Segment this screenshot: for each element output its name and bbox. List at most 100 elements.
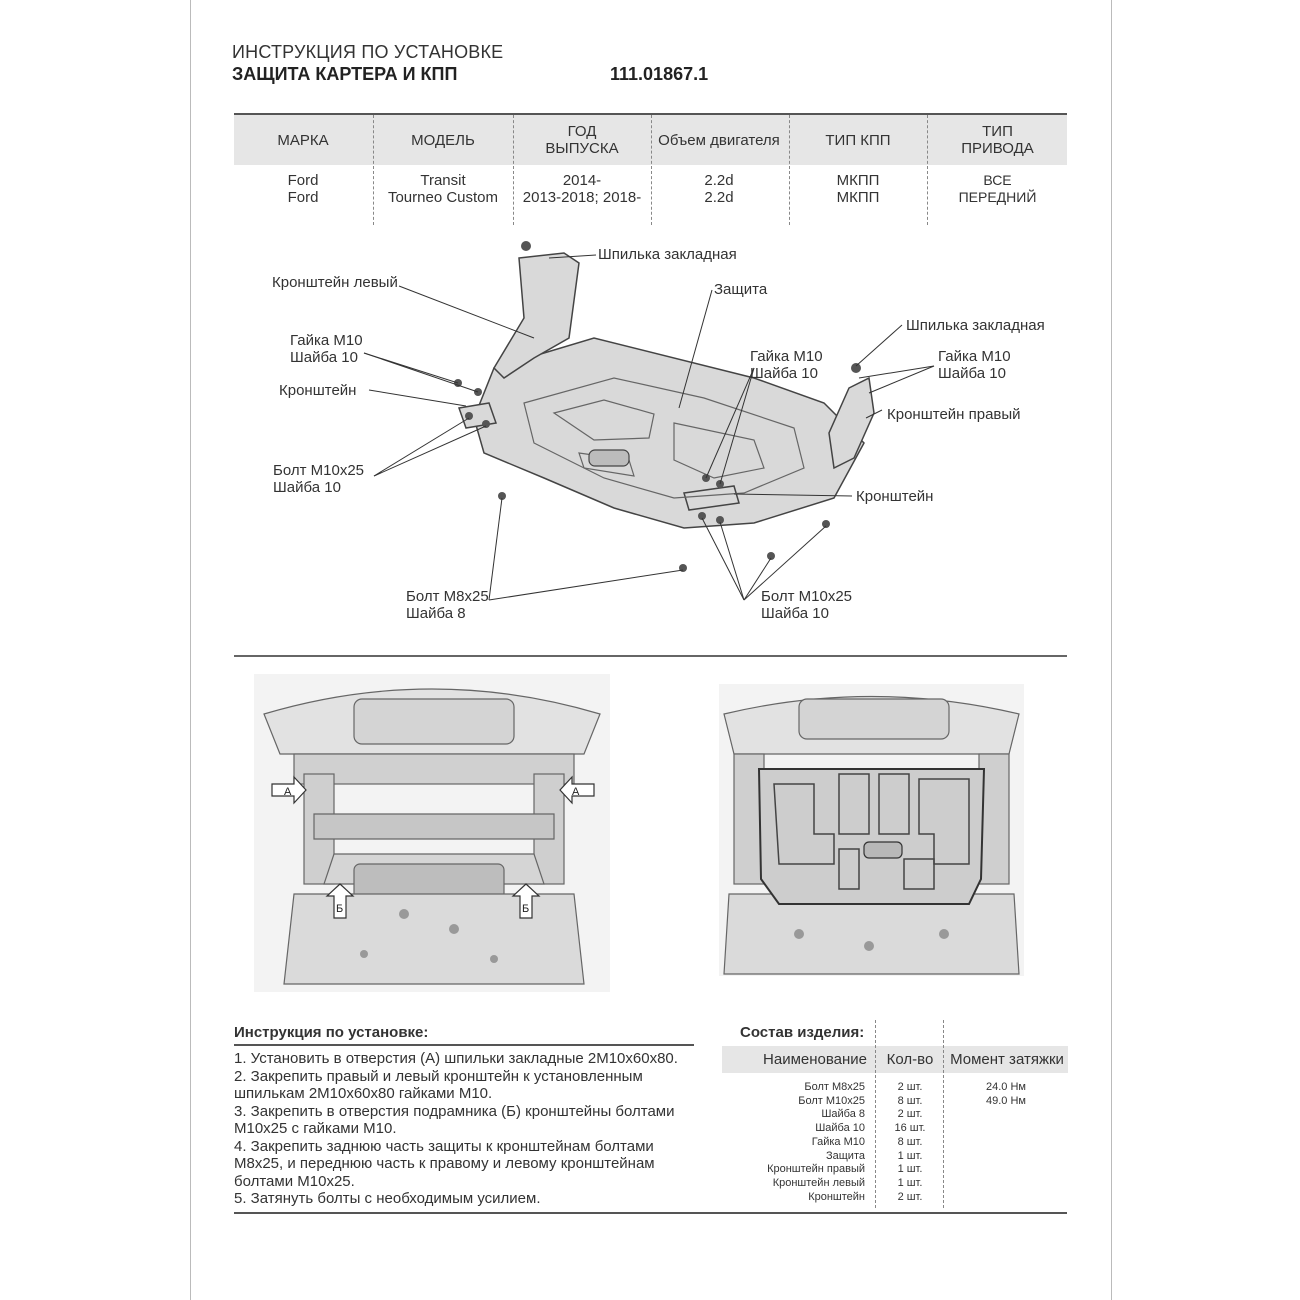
year-1: 2014- xyxy=(562,172,602,189)
marker-a-left-label: А xyxy=(284,786,292,798)
instruction-step: 5. Затянуть болты с необходимым усилием. xyxy=(234,1190,541,1207)
table-divider xyxy=(789,115,790,225)
brand-2: Ford xyxy=(287,189,319,206)
table-divider xyxy=(927,115,928,225)
label-bolt-left-2: Шайба 10 xyxy=(273,479,341,496)
marker-b-right: Б xyxy=(511,883,541,919)
exploded-diagram xyxy=(363,241,935,601)
comp-item-qty: 16 шт. xyxy=(894,1122,926,1135)
instruction-step: шпилькам 2М10х60х80 гайками М10. xyxy=(234,1085,493,1102)
document-title: ИНСТРУКЦИЯ ПО УСТАНОВКЕ xyxy=(232,42,504,62)
table-divider xyxy=(651,115,652,225)
label-bolt-m10-2: Шайба 10 xyxy=(761,605,829,622)
comp-item-qty: 2 шт. xyxy=(897,1108,923,1121)
section-divider xyxy=(234,655,1067,657)
label-nut-mid-1: Гайка М10 xyxy=(750,348,823,365)
guard-plate-shape xyxy=(473,337,865,529)
table-divider xyxy=(513,115,514,225)
engine-2: 2.2d xyxy=(704,189,734,206)
label-bracket-right: Кронштейн правый xyxy=(887,406,1021,423)
col-drive-line2: ПРИВОДА xyxy=(961,140,1034,157)
label-bracket-small-left: Кронштейн xyxy=(279,382,357,399)
instruction-step: 2. Закрепить правый и левый кронштейн к … xyxy=(234,1067,643,1085)
comp-item-qty: 1 шт. xyxy=(897,1176,923,1189)
marker-a-right: А xyxy=(559,775,595,805)
comp-item-name: Шайба 8 xyxy=(821,1108,865,1121)
drive-1: ВСЕ xyxy=(983,172,1012,188)
gearbox-1: МКПП xyxy=(836,172,880,189)
col-gearbox: ТИП КПП xyxy=(825,131,891,149)
comp-item-torque: 24.0 Нм xyxy=(986,1081,1026,1093)
instruction-step: 4. Закрепить заднюю часть защиты к кронш… xyxy=(234,1137,654,1155)
comp-item-name: Кронштейн левый xyxy=(772,1176,865,1189)
label-nut-left-2: Шайба 10 xyxy=(290,349,358,366)
label-nut-left-1: Гайка М10 xyxy=(290,332,363,349)
label-nut-mid-2: Шайба 10 xyxy=(750,365,818,382)
instruction-step: М10х25 с гайками М10. xyxy=(234,1120,397,1137)
composition-header-band xyxy=(722,1046,1068,1073)
comp-item-name: Кронштейн правый xyxy=(767,1163,865,1176)
year-2: 2013-2018; 2018- xyxy=(522,189,642,206)
comp-item-name: Кронштейн xyxy=(808,1190,865,1203)
drive-2: ПЕРЕДНИЙ xyxy=(958,189,1037,205)
comp-item-name: Гайка М10 xyxy=(811,1135,865,1148)
cell-year: 2014- 2013-2018; 2018- xyxy=(514,172,650,206)
col-model: МОДЕЛЬ xyxy=(411,131,475,149)
brand-1: Ford xyxy=(287,172,319,189)
gearbox-2: МКПП xyxy=(836,189,880,206)
cell-model: Transit Tourneo Custom xyxy=(374,172,512,206)
label-bolt-left-1: Болт М10х25 xyxy=(273,462,365,479)
comp-item-name: Болт М8х25 xyxy=(804,1081,865,1093)
label-bolt-m8-2: Шайба 8 xyxy=(406,605,466,622)
col-drive-line1: ТИП xyxy=(982,123,1013,140)
col-year: ГОД ВЫПУСКА xyxy=(514,115,650,165)
marker-b-right-label: Б xyxy=(522,903,529,915)
label-guard: Защита xyxy=(714,281,768,298)
spec-table-header xyxy=(234,115,1067,165)
table-top-rule xyxy=(234,113,1067,115)
cell-brand: Ford Ford xyxy=(234,172,372,206)
composition-col-qty: Кол-во xyxy=(886,1051,934,1068)
instructions-rule xyxy=(234,1044,694,1046)
col-year-line2: ВЫПУСКА xyxy=(545,140,619,157)
guard-installed-shape xyxy=(757,768,986,905)
col-drive: ТИП ПРИВОДА xyxy=(928,115,1067,165)
instruction-step: болтами М10х25. xyxy=(234,1172,355,1190)
comp-item-qty: 8 шт. xyxy=(897,1135,923,1148)
model-2: Tourneo Custom xyxy=(387,189,499,206)
model-1: Transit xyxy=(420,172,466,189)
underbody-photo-after xyxy=(719,684,1024,976)
composition-divider xyxy=(875,1020,876,1208)
marker-a-left: А xyxy=(271,775,307,805)
product-title: ЗАЩИТА КАРТЕРА И КПП xyxy=(232,64,458,84)
label-nut-right-1: Гайка М10 xyxy=(938,348,1011,365)
composition-col-name: Наименование xyxy=(763,1051,867,1068)
instructions-list: 1. Установить в отверстия (А) шпильки за… xyxy=(234,1050,704,1208)
instruction-step: 3. Закрепить в отверстия подрамника (Б) … xyxy=(234,1102,675,1120)
product-code: 111.01867.1 xyxy=(610,64,709,84)
comp-item-name: Защита xyxy=(826,1149,865,1162)
marker-a-right-label: А xyxy=(572,786,580,798)
col-engine: Объем двигателя xyxy=(658,131,780,149)
bottom-rule xyxy=(234,1212,1067,1214)
col-brand: МАРКА xyxy=(277,131,329,149)
cell-gearbox: МКПП МКПП xyxy=(790,172,926,206)
engine-1: 2.2d xyxy=(704,172,734,189)
label-nut-right-2: Шайба 10 xyxy=(938,365,1006,382)
composition-heading: Состав изделия: xyxy=(740,1024,865,1041)
comp-item-qty: 2 шт. xyxy=(897,1190,923,1203)
cell-engine: 2.2d 2.2d xyxy=(650,172,788,206)
comp-item-torque: 49.0 Нм xyxy=(986,1094,1026,1107)
marker-b-left: Б xyxy=(325,883,355,919)
instruction-step: М8х25, и переднюю часть к правому и лево… xyxy=(234,1155,655,1172)
label-stud-top: Шпилька закладная xyxy=(598,246,737,263)
composition-col-torque: Момент затяжки xyxy=(950,1051,1064,1068)
instructions-heading: Инструкция по установке: xyxy=(234,1024,429,1041)
instruction-step: 1. Установить в отверстия (А) шпильки за… xyxy=(234,1050,678,1067)
table-divider xyxy=(373,115,374,225)
small-bracket-right-shape xyxy=(683,485,740,511)
comp-item-name: Болт М10х25 xyxy=(798,1094,865,1107)
composition-divider xyxy=(943,1020,944,1208)
comp-item-qty: 2 шт. xyxy=(897,1081,923,1093)
marker-b-left-label: Б xyxy=(336,903,343,915)
